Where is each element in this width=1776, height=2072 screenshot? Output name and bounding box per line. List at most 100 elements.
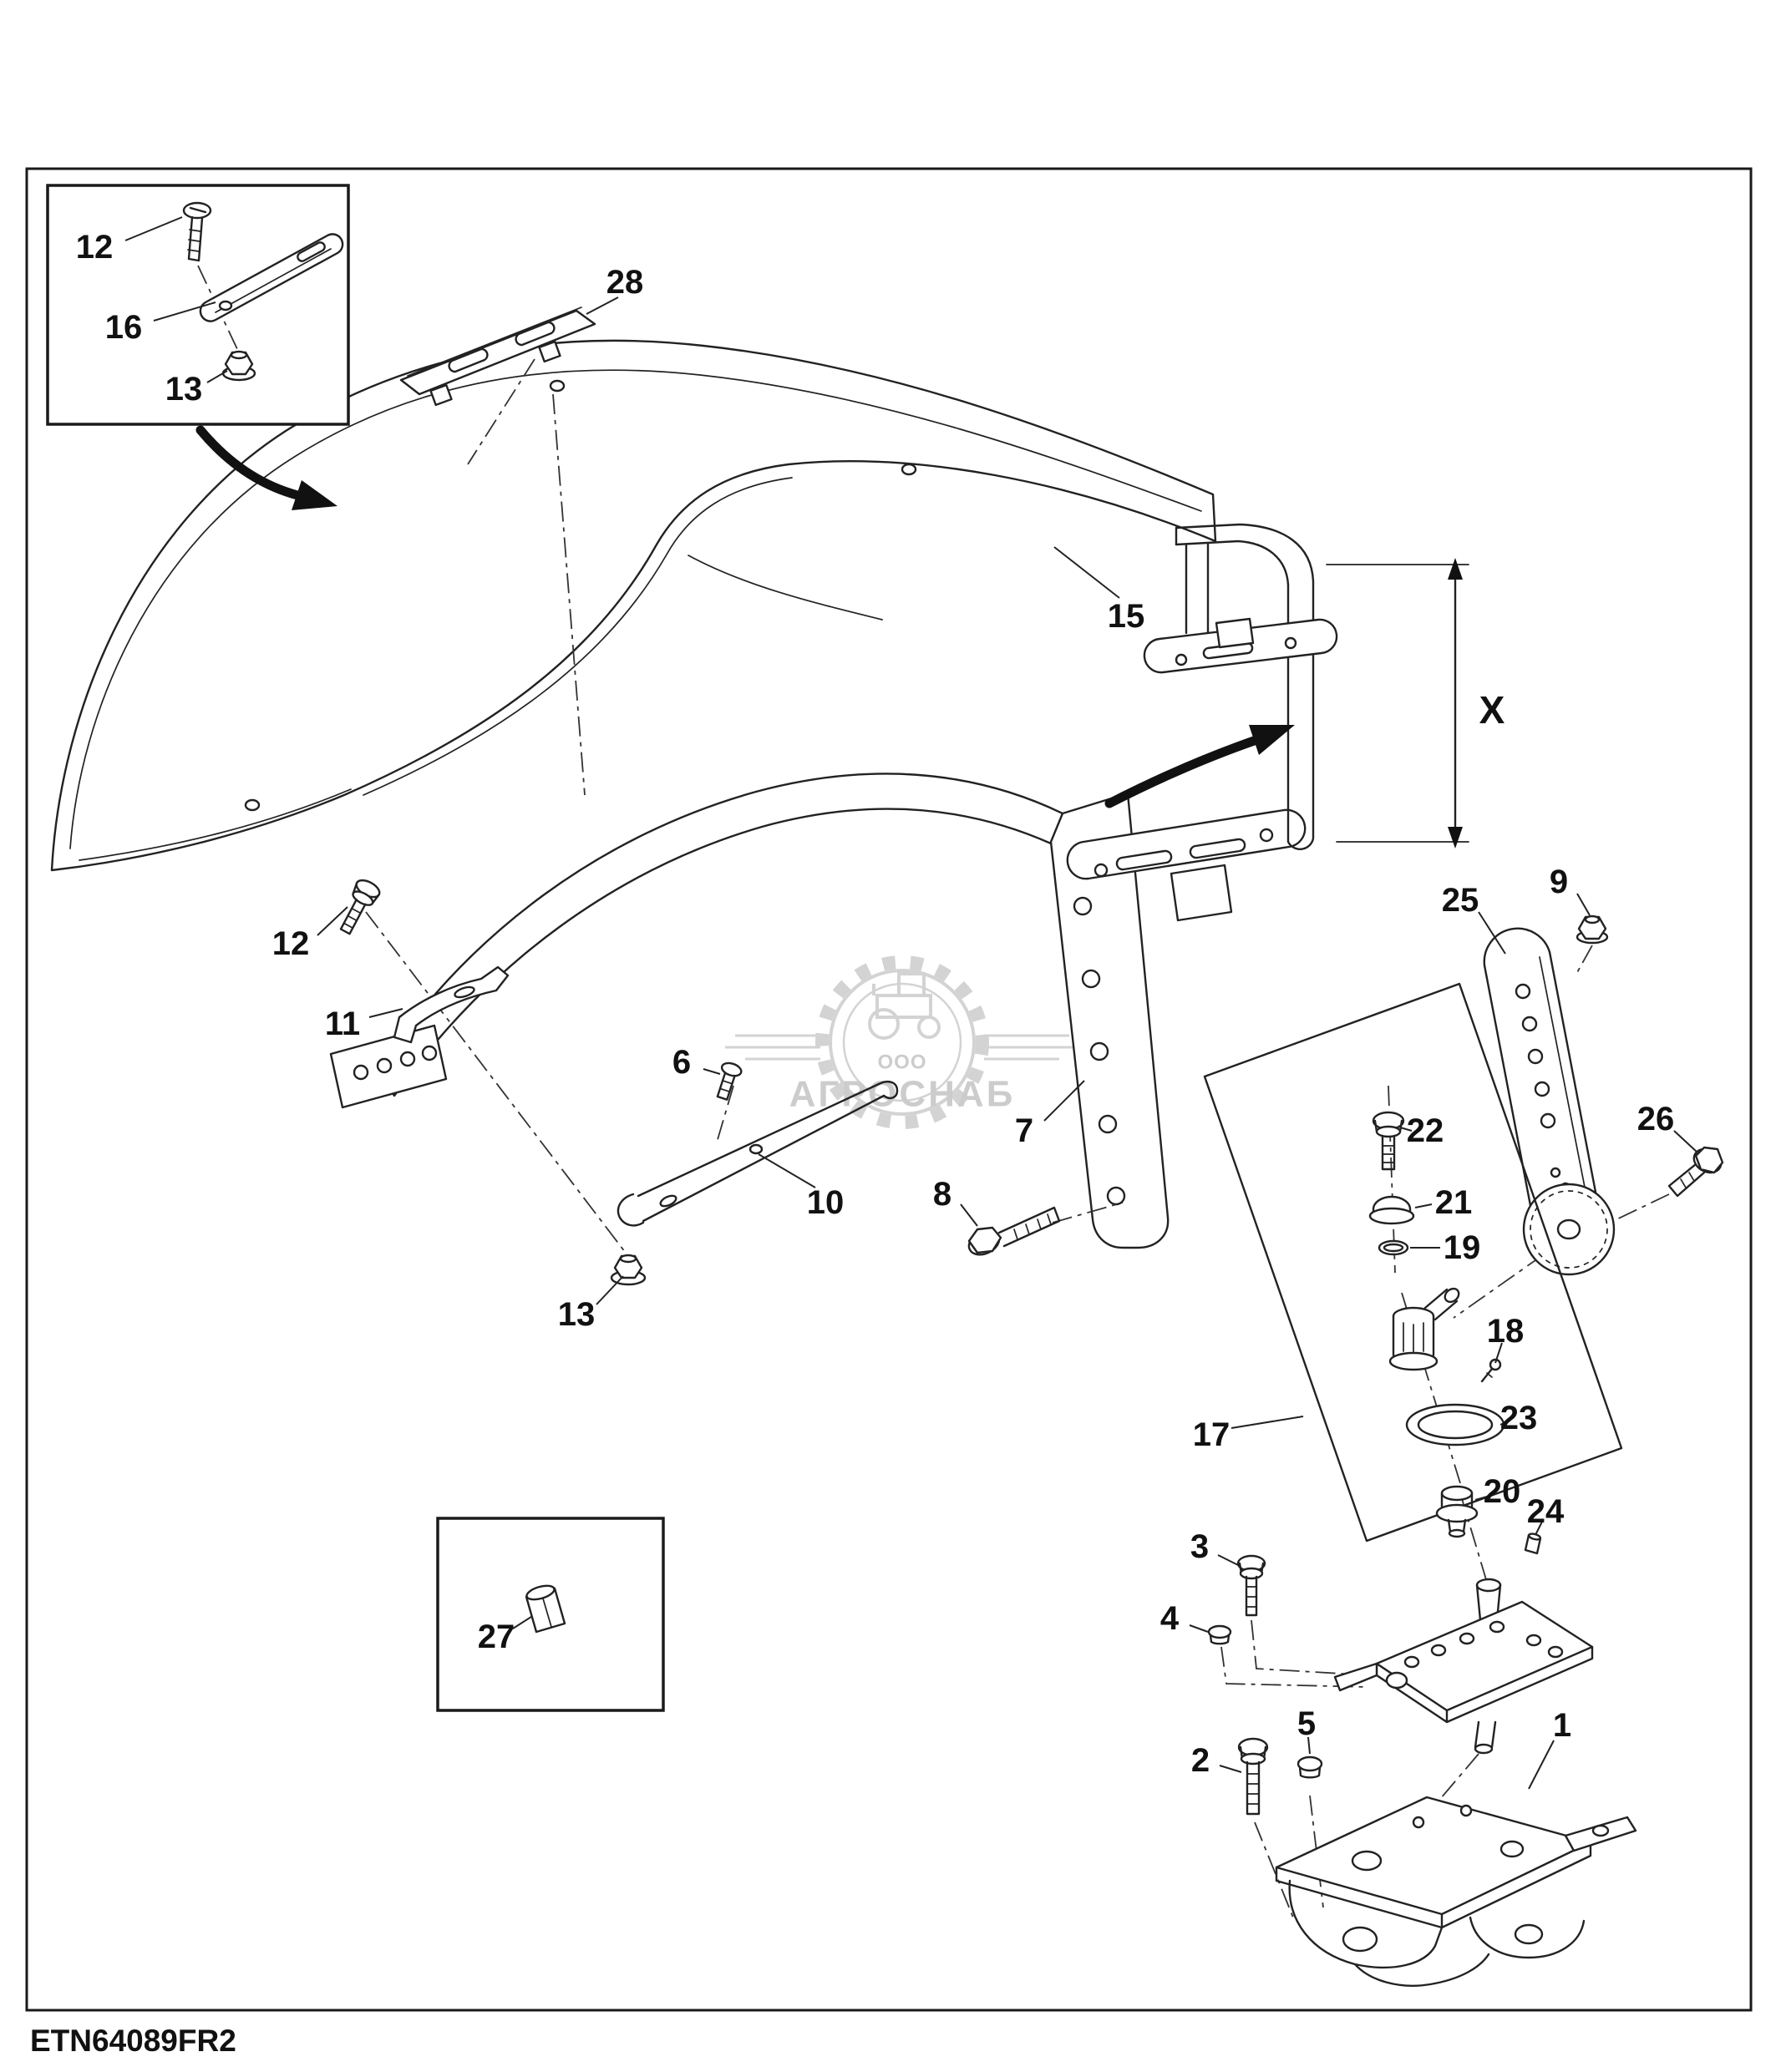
centerline-18-20: [1401, 1292, 1461, 1484]
bolt-3: [1236, 1554, 1266, 1617]
inset-box-27: [436, 1517, 665, 1712]
centerline-fender-frame: [552, 393, 586, 796]
fitting-18: [1388, 1287, 1502, 1383]
centerline-12-11-13: [365, 911, 634, 1264]
callout-16: 16: [105, 309, 143, 346]
callout-leader-20: [1474, 1496, 1488, 1501]
arm-25-drawing: [1483, 927, 1616, 1276]
callout-3: 3: [1190, 1528, 1209, 1565]
callout-leader-23: [1499, 1421, 1508, 1426]
bracket-1-drawing: [1275, 1796, 1637, 1987]
centerline-4-plate: [1220, 1646, 1368, 1688]
figure-code: ETN64089FR2: [30, 2024, 236, 2058]
callout-18: 18: [1487, 1313, 1525, 1350]
callout-17: 17: [1193, 1416, 1231, 1453]
callout-13: 13: [165, 371, 203, 408]
callout-leader-12: [317, 906, 348, 936]
callout-leader-25: [1478, 911, 1506, 955]
callout-5: 5: [1297, 1705, 1316, 1742]
callout-11: 11: [325, 1006, 360, 1042]
screw-12-inset: [182, 201, 212, 262]
reference-arrow-inset: [195, 425, 337, 510]
dimension-x-label: X: [1479, 688, 1505, 732]
callout-leader-7: [1043, 1080, 1085, 1122]
bracket-11: [393, 965, 510, 1044]
watermark-wings: [725, 1034, 1079, 1061]
callout-26: 26: [1637, 1101, 1675, 1137]
callout-leader-12: [124, 216, 183, 241]
screw-6: [716, 1061, 743, 1101]
cap-21: [1368, 1195, 1415, 1225]
callout-leader-26: [1673, 1130, 1698, 1153]
screw-18-small: [1480, 1358, 1502, 1383]
bolt-2: [1237, 1737, 1269, 1816]
callout-leader-27: [512, 1616, 532, 1629]
callout-leader-3: [1217, 1554, 1239, 1566]
watermark-line2: АГРОСНАБ: [789, 1074, 1016, 1115]
strip-28-drawing: [399, 306, 596, 407]
callout-4: 4: [1160, 1600, 1180, 1637]
bolt-26: [1667, 1146, 1724, 1198]
callout-leader-13: [206, 370, 228, 383]
callout-21: 21: [1435, 1184, 1473, 1221]
callout-leader-4: [1189, 1624, 1209, 1633]
pin-27: [525, 1584, 566, 1634]
base-plate: [1333, 1578, 1594, 1755]
callout-leader-24: [1535, 1521, 1543, 1536]
callout-leader-16: [153, 301, 216, 322]
centerline-25-18: [1453, 1254, 1545, 1319]
centerline-8: [1052, 1202, 1124, 1223]
callout-leader-5: [1307, 1736, 1311, 1755]
inset-box-hardware: [46, 184, 350, 426]
callout-leader-1: [1528, 1740, 1555, 1790]
pin-24: [1524, 1532, 1542, 1555]
callout-leader-6: [703, 1068, 721, 1075]
support-frame-7-drawing: [329, 773, 1307, 1249]
bushing-20: [1435, 1485, 1479, 1538]
callout-leader-8: [960, 1203, 978, 1227]
callout-leader-28: [586, 296, 619, 315]
strap-16-inset: [199, 233, 344, 322]
callout-24: 24: [1527, 1493, 1565, 1530]
cap-5: [1296, 1755, 1323, 1779]
callout-28: 28: [606, 264, 644, 301]
centerline-28-fender: [467, 358, 535, 465]
bolt-8: [967, 1206, 1061, 1256]
centerline-3-plate: [1251, 1619, 1371, 1676]
watermark-logo: ООО АГРОСНАБ: [725, 955, 1079, 1129]
strap-10: [617, 1081, 899, 1227]
dimension-x: X: [1326, 558, 1505, 849]
callout-leader-18: [1494, 1342, 1503, 1364]
callout-23: 23: [1500, 1400, 1538, 1436]
nut-13-inset: [221, 350, 256, 382]
callout-leader-2: [1219, 1765, 1242, 1773]
screw-12-mid: [339, 879, 381, 935]
x-bracket-drawing: [1143, 523, 1338, 851]
watermark-line1: ООО: [877, 1051, 926, 1074]
plug-4: [1207, 1624, 1232, 1645]
callout-12: 12: [76, 229, 114, 266]
bolt-22: [1372, 1111, 1405, 1171]
callout-leader-13: [596, 1275, 624, 1305]
callout-leader-11: [368, 1008, 403, 1018]
callout-leader-10: [758, 1153, 816, 1188]
o-ring-19: [1378, 1239, 1409, 1256]
callout-15: 15: [1108, 598, 1145, 635]
centerline-5: [1309, 1795, 1324, 1908]
callout-20: 20: [1484, 1473, 1521, 1510]
callout-6: 6: [672, 1044, 691, 1081]
callout-22: 22: [1407, 1112, 1444, 1149]
callout-leader-21: [1414, 1203, 1433, 1208]
callout-9: 9: [1550, 864, 1568, 900]
callout-leader-17: [1231, 1416, 1304, 1429]
callout-1: 1: [1553, 1707, 1571, 1744]
centerline-2: [1254, 1821, 1294, 1918]
centerline-6-10: [716, 1085, 734, 1143]
reference-arrow-x: [1104, 725, 1295, 808]
callout-leader-15: [1053, 546, 1120, 599]
callout-13: 13: [558, 1296, 596, 1333]
callout-27: 27: [478, 1619, 515, 1655]
nut-9: [1576, 914, 1609, 945]
